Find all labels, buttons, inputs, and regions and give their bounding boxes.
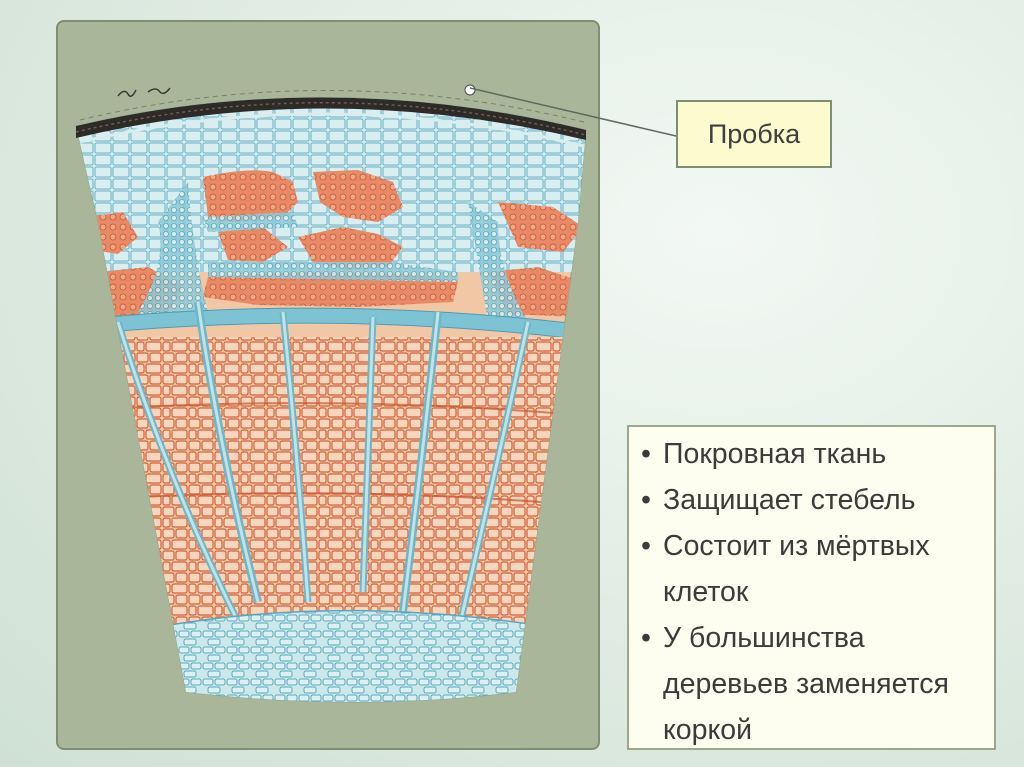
stem-cross-section-illustration: [58, 22, 600, 750]
bullet-icon: •: [641, 431, 651, 477]
cork-label: Пробка: [676, 100, 832, 168]
bullet-icon: •: [641, 477, 651, 523]
info-list: • Покровная ткань • Защищает стебель • С…: [641, 431, 984, 753]
info-item-text: Состоит из мёртвых клеток: [663, 530, 930, 608]
info-item: • У большинства деревьев заменяется корк…: [641, 615, 984, 753]
info-item-text: У большинства деревьев заменяется коркой: [663, 622, 949, 746]
info-item: • Состоит из мёртвых клеток: [641, 523, 984, 615]
bullet-icon: •: [641, 615, 651, 661]
info-item-text: Защищает стебель: [663, 484, 916, 516]
cork-label-text: Пробка: [708, 119, 800, 150]
info-item-text: Покровная ткань: [663, 438, 886, 470]
info-box: • Покровная ткань • Защищает стебель • С…: [627, 425, 996, 750]
stem-cross-section-panel: [56, 20, 600, 750]
info-item: • Защищает стебель: [641, 477, 984, 523]
info-item: • Покровная ткань: [641, 431, 984, 477]
bullet-icon: •: [641, 523, 651, 569]
